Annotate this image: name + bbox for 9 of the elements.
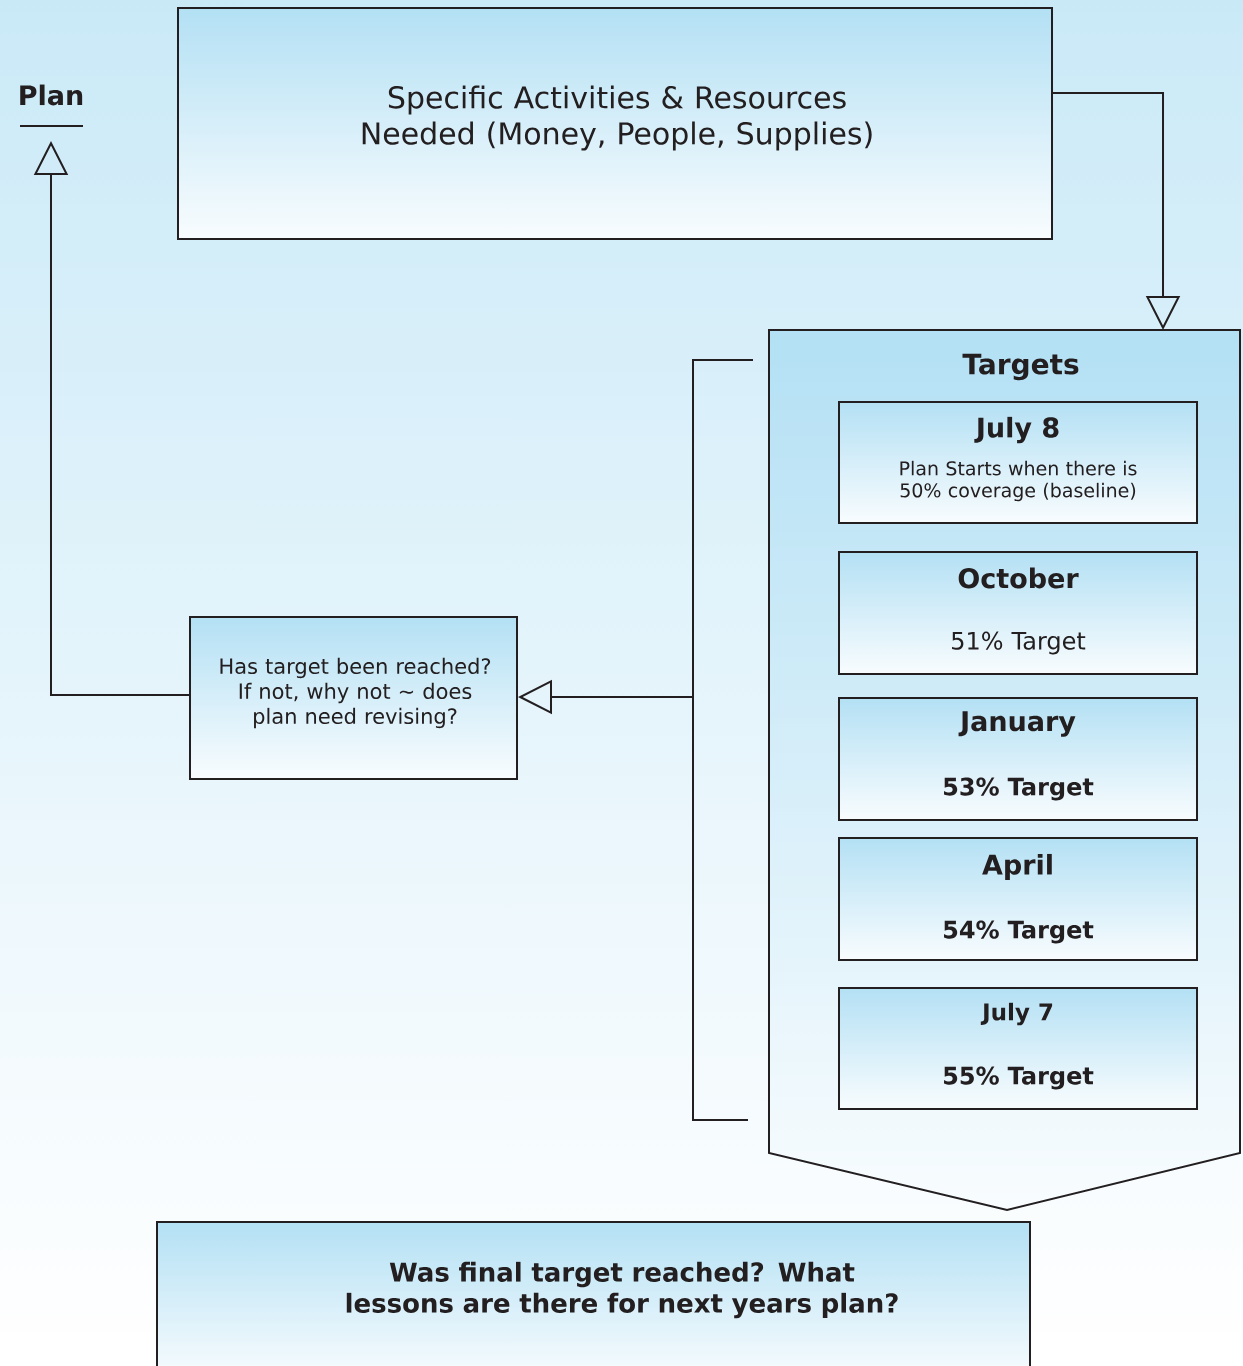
process-box: Specific Activities & Resources Needed (Money, People, Supplies) [177, 7, 1053, 240]
target-box: October 51% Target [838, 551, 1198, 675]
target-box: July 7 55% Target [838, 987, 1198, 1110]
target-box: July 8 Plan Starts when there is 50% coverage (baseline) [838, 401, 1198, 524]
question-box: Has target been reached? If not, why not ~ does plan need revising? [189, 616, 518, 780]
review-box: Was final target reached? What lessons are there for next years plan? [156, 1221, 1031, 1366]
target-box: April 54% Target [838, 837, 1198, 961]
target-box: January 53% Target [838, 697, 1198, 821]
plan-label: Plan [19, 84, 84, 127]
